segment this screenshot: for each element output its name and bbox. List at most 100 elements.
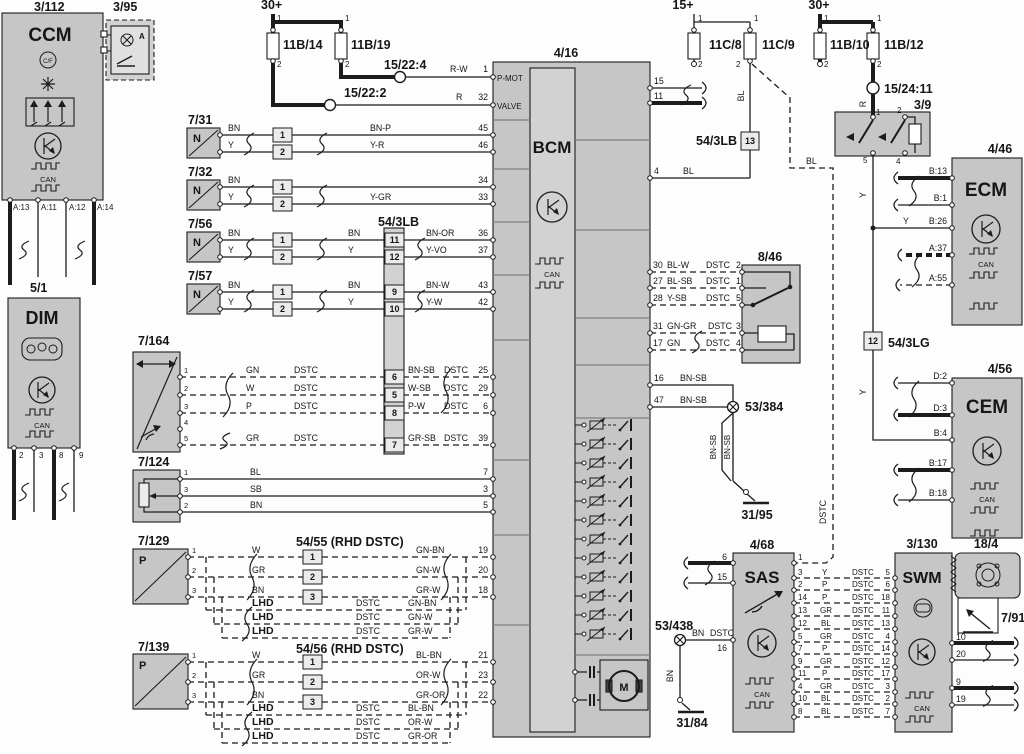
label: 3 bbox=[736, 321, 741, 331]
relay-contact-icon bbox=[618, 504, 622, 508]
label: 5/1 bbox=[30, 281, 47, 295]
connector-cell bbox=[384, 437, 405, 453]
label: GR-OR bbox=[408, 731, 437, 741]
label: 2 bbox=[897, 106, 902, 115]
can-wave-icon bbox=[970, 506, 999, 514]
can-wave-icon bbox=[535, 281, 564, 289]
pin bbox=[185, 699, 191, 705]
label: 7/124 bbox=[138, 455, 169, 469]
relay-contact-icon bbox=[619, 572, 629, 583]
pin bbox=[185, 554, 191, 560]
pin bbox=[949, 252, 955, 258]
crossing-slash-icon bbox=[241, 606, 253, 642]
label: BL bbox=[821, 619, 831, 628]
label: 7 bbox=[483, 467, 488, 477]
pin bbox=[37, 342, 47, 352]
pin bbox=[490, 184, 496, 190]
pin bbox=[949, 702, 955, 708]
label: N bbox=[193, 289, 201, 301]
pin bbox=[949, 657, 955, 663]
fuse-11b14-icon bbox=[266, 32, 280, 60]
label: 4 bbox=[184, 418, 188, 427]
connector-cell-number: 1 bbox=[310, 657, 315, 667]
label: 12 bbox=[798, 619, 807, 628]
pin bbox=[490, 237, 496, 243]
sensor-7-164-diagonal bbox=[136, 356, 178, 450]
label: 13 bbox=[881, 619, 890, 628]
label: 15+ bbox=[672, 0, 693, 12]
wire bbox=[271, 14, 330, 107]
relay-contact-icon bbox=[600, 494, 605, 499]
pin bbox=[31, 445, 37, 451]
label: 2 bbox=[824, 60, 829, 69]
gauge-7-91-icon bbox=[963, 610, 993, 633]
label: 33 bbox=[478, 192, 488, 202]
label: ECM bbox=[965, 180, 1007, 201]
label: 11 bbox=[882, 606, 891, 615]
pin bbox=[120, 33, 134, 47]
label: GN bbox=[667, 338, 680, 348]
bcm-inner-box bbox=[529, 67, 576, 733]
pin bbox=[490, 509, 496, 515]
label: W-SB bbox=[408, 383, 431, 393]
crossing-slash-icon bbox=[911, 252, 923, 288]
pin bbox=[71, 445, 77, 451]
relay-contact-icon bbox=[618, 561, 622, 565]
label: B:13 bbox=[929, 166, 947, 176]
label: GN bbox=[246, 365, 259, 375]
connector-cell bbox=[384, 369, 405, 385]
label: 15 bbox=[654, 76, 664, 86]
label: LHD bbox=[252, 597, 274, 609]
pin bbox=[994, 563, 1000, 569]
label: DSTC bbox=[710, 628, 735, 638]
pin bbox=[217, 254, 223, 260]
label: 3/130 bbox=[906, 537, 937, 551]
arrow-icon bbox=[153, 425, 161, 432]
arrow-icon bbox=[58, 100, 66, 107]
dim-box bbox=[7, 297, 81, 449]
connector-cell-number: 2 bbox=[310, 572, 315, 582]
label: DSTC bbox=[852, 694, 874, 703]
motor-housing-box bbox=[599, 659, 649, 711]
label: VALVE bbox=[497, 102, 522, 111]
label: N bbox=[193, 185, 201, 197]
label: 1 bbox=[824, 14, 829, 23]
label: 29 bbox=[478, 383, 488, 393]
label: LHD bbox=[252, 702, 274, 714]
label: SWM bbox=[902, 570, 941, 587]
cut-wire-hook-icon bbox=[893, 171, 899, 185]
relay-contact-icon bbox=[619, 420, 629, 431]
fuse-11c9-icon bbox=[743, 32, 757, 60]
label: W bbox=[252, 650, 261, 660]
connector-cell bbox=[272, 127, 293, 143]
label: 1 bbox=[184, 366, 188, 375]
connector-cell bbox=[384, 405, 405, 421]
label: BN-SB bbox=[680, 373, 707, 383]
label: 5 bbox=[736, 293, 741, 303]
label: 30+ bbox=[261, 0, 282, 12]
label: Y bbox=[858, 192, 868, 198]
relay-contact-icon bbox=[581, 441, 587, 447]
label: 14 bbox=[798, 593, 807, 602]
pin bbox=[791, 600, 797, 606]
label: P bbox=[139, 660, 146, 672]
label: Y bbox=[228, 245, 234, 255]
crossing-slash-icon bbox=[691, 330, 703, 354]
pin bbox=[490, 410, 496, 416]
switch-3-95-icon bbox=[116, 55, 135, 67]
label: DSTC bbox=[706, 260, 731, 270]
label: 43 bbox=[478, 280, 488, 290]
label: GN-GR bbox=[667, 321, 696, 331]
relay-contact-icon bbox=[618, 428, 622, 432]
label: 34 bbox=[478, 175, 488, 185]
wire bbox=[721, 412, 734, 482]
label: DSTC bbox=[356, 731, 381, 741]
relay-contact-icon bbox=[619, 534, 629, 545]
crossing-slash-icon bbox=[74, 240, 86, 260]
pin bbox=[647, 269, 653, 275]
arrow-icon bbox=[30, 100, 38, 107]
label: 2 bbox=[345, 60, 350, 69]
relay-contact-icon bbox=[600, 608, 605, 613]
label: DSTC bbox=[852, 568, 874, 577]
relay-contact-icon bbox=[581, 422, 587, 428]
